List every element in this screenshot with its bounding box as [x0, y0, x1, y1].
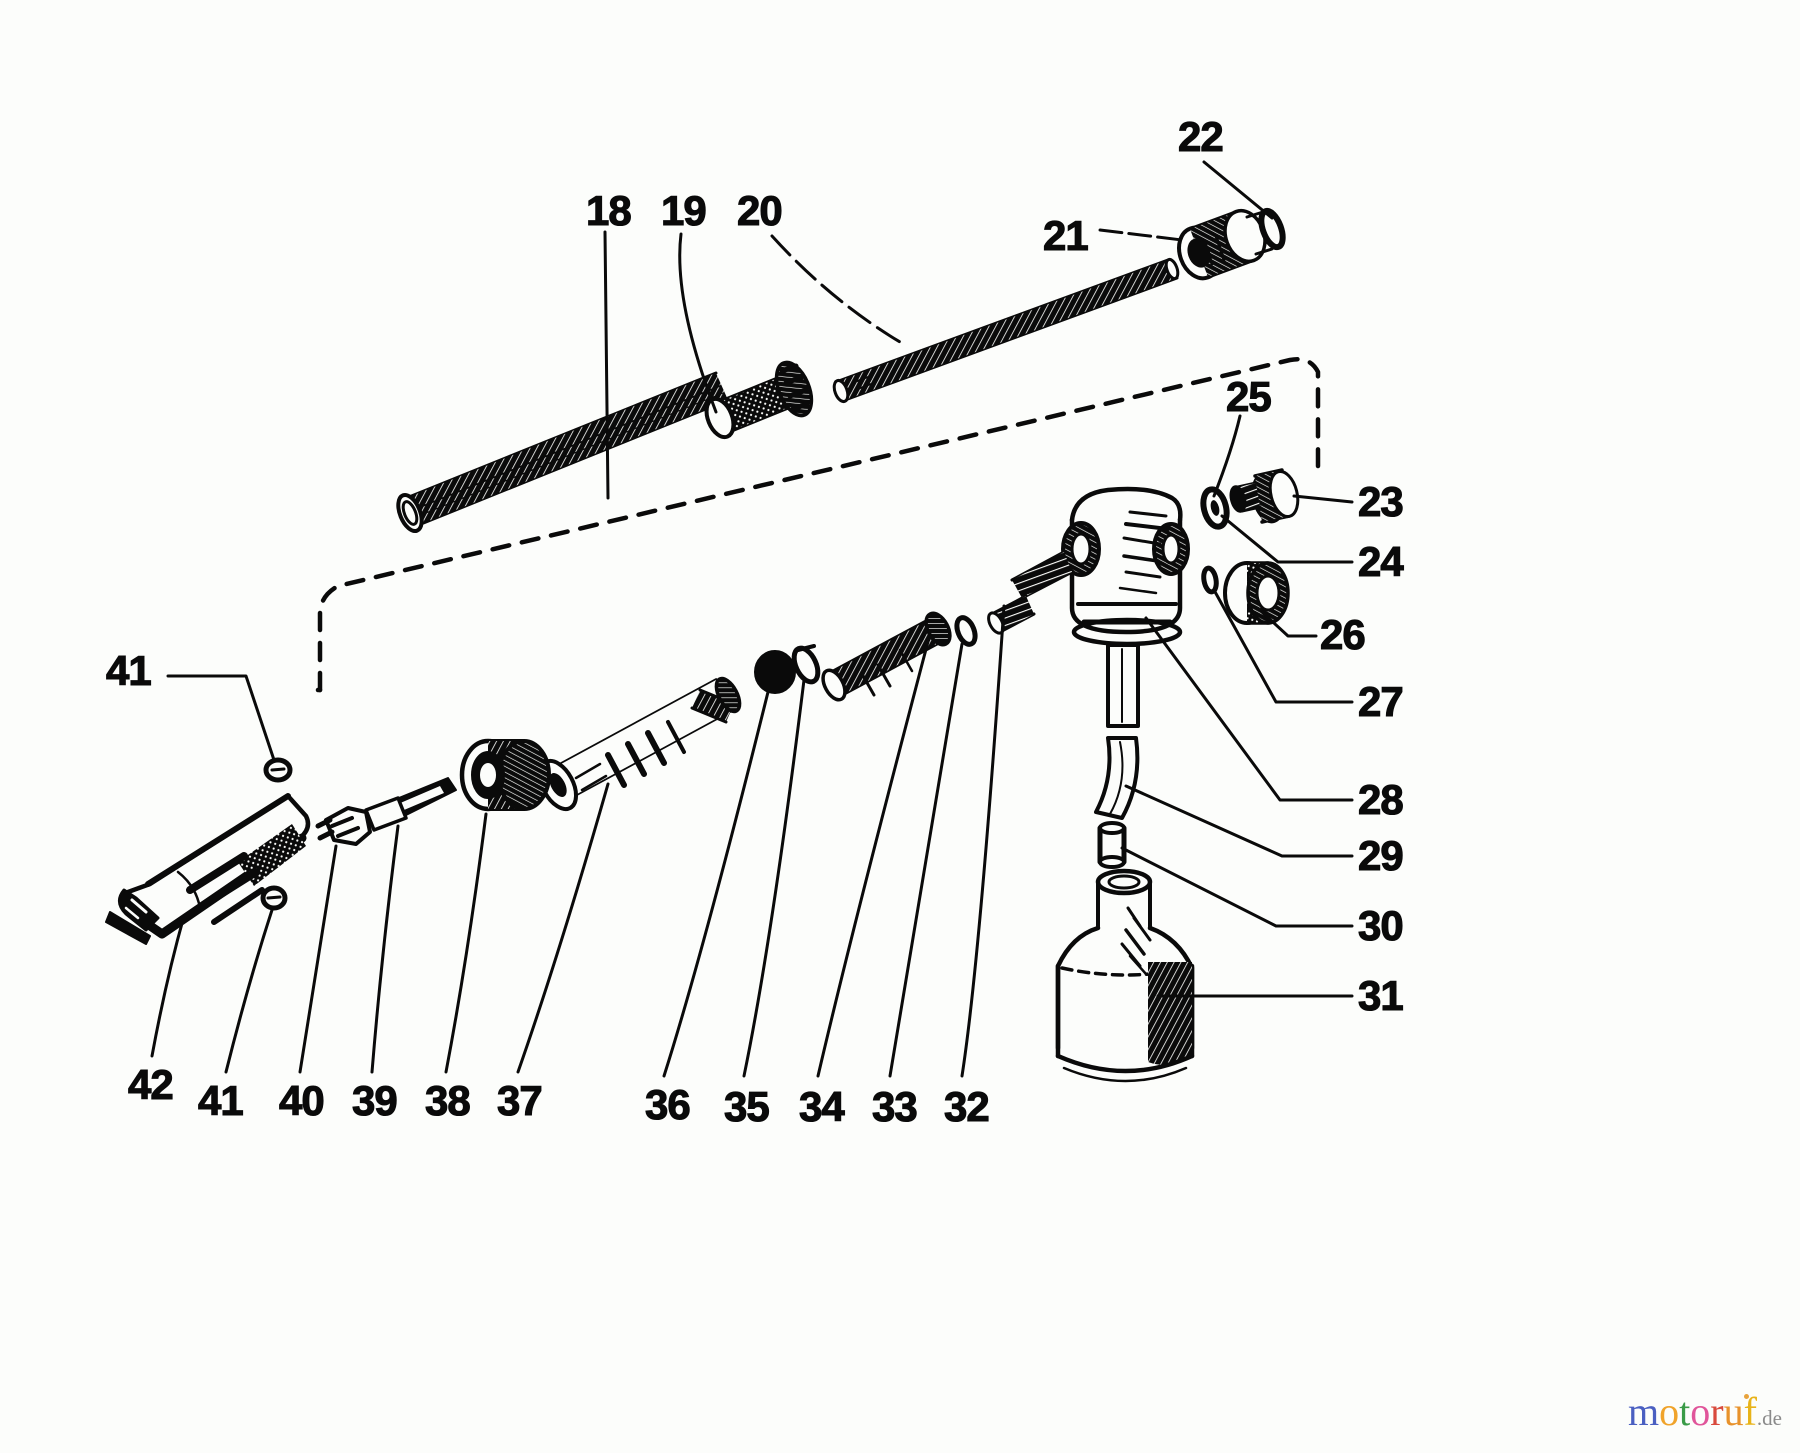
watermark-letter-r: r	[1710, 1389, 1724, 1434]
callout-31: 31	[1357, 972, 1404, 1019]
part-37-valve-stem	[537, 676, 742, 812]
watermark-letter-o2: o	[1690, 1389, 1711, 1434]
callout-30: 30	[1357, 902, 1404, 949]
callout-26: 26	[1319, 611, 1366, 658]
callout-40: 40	[278, 1077, 325, 1124]
watermark-letter-t: t	[1679, 1389, 1691, 1434]
part-42-gun-body	[105, 793, 311, 945]
callout-32: 32	[943, 1083, 990, 1130]
callout-41-upper: 41	[105, 647, 152, 694]
part-32-nipple	[987, 594, 1036, 635]
part-39-blade	[364, 777, 457, 832]
callout-20: 20	[736, 187, 783, 234]
part-21-quick-coupler	[1177, 208, 1274, 281]
callout-39: 39	[351, 1077, 398, 1124]
part-41-oring-upper	[263, 757, 293, 783]
part-40-trigger-clip	[315, 806, 372, 846]
part-38-union-nut	[459, 738, 551, 812]
callout-18: 18	[585, 187, 632, 234]
part-35-spacer-ring	[791, 644, 821, 685]
callout-27: 27	[1357, 678, 1404, 725]
part-30-grommet	[1097, 821, 1127, 869]
callout-34: 34	[798, 1083, 845, 1130]
callout-35: 35	[723, 1083, 770, 1130]
callout-23: 23	[1357, 478, 1404, 525]
part-28-valve-body	[1010, 486, 1190, 647]
callout-28: 28	[1357, 776, 1404, 823]
callout-24: 24	[1357, 538, 1404, 585]
callout-42: 42	[127, 1061, 174, 1108]
callout-38: 38	[424, 1077, 471, 1124]
watermark-suffix: .de	[1756, 1406, 1782, 1430]
motoruf-watermark: motoruf.de	[1628, 1392, 1782, 1432]
part-19-coupling-nut	[704, 360, 814, 440]
callout-19: 19	[660, 187, 707, 234]
part-29-suction-tube	[1094, 643, 1140, 820]
part-24-sealing-washer	[1200, 486, 1230, 530]
part-31-container	[1055, 868, 1195, 1083]
callout-22: 22	[1177, 113, 1224, 160]
callout-37: 37	[496, 1077, 543, 1124]
callout-29: 29	[1357, 832, 1404, 879]
part-27-oring	[1201, 565, 1219, 595]
watermark-letter-m: m	[1628, 1389, 1660, 1434]
part-26-knurled-cap	[1223, 561, 1290, 625]
watermark-letter-o1: o	[1659, 1389, 1680, 1434]
group-boundary-dashed	[315, 357, 1321, 693]
callout-41-lower: 41	[197, 1077, 244, 1124]
watermark-letter-u: u	[1723, 1389, 1744, 1434]
part-18-hose	[396, 371, 730, 534]
callout-36: 36	[644, 1081, 691, 1128]
part-34-nozzle-stem	[821, 611, 952, 702]
part-36-ball-plug	[754, 650, 796, 694]
callout-25: 25	[1225, 373, 1272, 420]
watermark-dot	[1744, 1394, 1749, 1399]
part-23-nozzle-screw	[1229, 468, 1300, 524]
leader-lines	[150, 160, 1354, 1078]
callout-21: 21	[1042, 212, 1089, 259]
part-41-oring-lower	[260, 885, 288, 911]
watermark-letter-f: f	[1743, 1389, 1757, 1434]
part-20-lance-tube	[832, 257, 1180, 404]
part-33-oring	[954, 615, 978, 647]
callout-33: 33	[871, 1083, 918, 1130]
